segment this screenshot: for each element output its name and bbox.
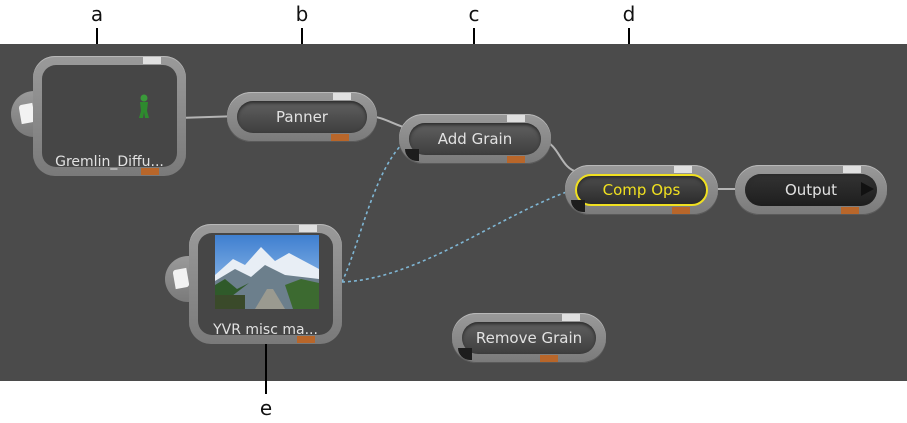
node-graph-canvas[interactable]: Gremlin_Diffu... Panner Add Grain Comp O… — [0, 44, 907, 381]
callout-c: c — [468, 2, 480, 26]
yvr-label: YVR misc ma... — [213, 322, 318, 338]
node-yvr[interactable]: YVR misc ma... — [189, 224, 342, 344]
node-panner[interactable]: Panner — [227, 92, 377, 142]
panner-label: Panner — [237, 101, 367, 133]
page-icon — [172, 267, 190, 290]
gremlin-label: Gremlin_Diffu... — [55, 154, 164, 170]
callout-e: e — [259, 396, 273, 420]
leader-line-a — [96, 28, 98, 55]
node-output[interactable]: Output — [735, 165, 887, 215]
callout-b: b — [295, 2, 309, 26]
node-remove-grain[interactable]: Remove Grain — [452, 313, 606, 363]
leader-line-e — [265, 344, 267, 394]
wire-yvr-to-compops — [341, 188, 576, 283]
node-comp-ops[interactable]: Comp Ops — [565, 165, 718, 215]
node-gremlin[interactable]: Gremlin_Diffu... — [33, 56, 186, 176]
gremlin-figure-icon — [139, 94, 149, 118]
node-add-grain[interactable]: Add Grain — [399, 114, 551, 164]
play-icon — [861, 182, 874, 196]
comp-ops-label: Comp Ops — [575, 174, 708, 206]
remove-grain-label: Remove Grain — [462, 322, 596, 354]
add-grain-label: Add Grain — [409, 123, 541, 155]
callout-a: a — [90, 2, 104, 26]
output-label: Output — [745, 174, 877, 206]
callout-d: d — [622, 2, 636, 26]
mountain-thumbnail — [215, 235, 319, 309]
